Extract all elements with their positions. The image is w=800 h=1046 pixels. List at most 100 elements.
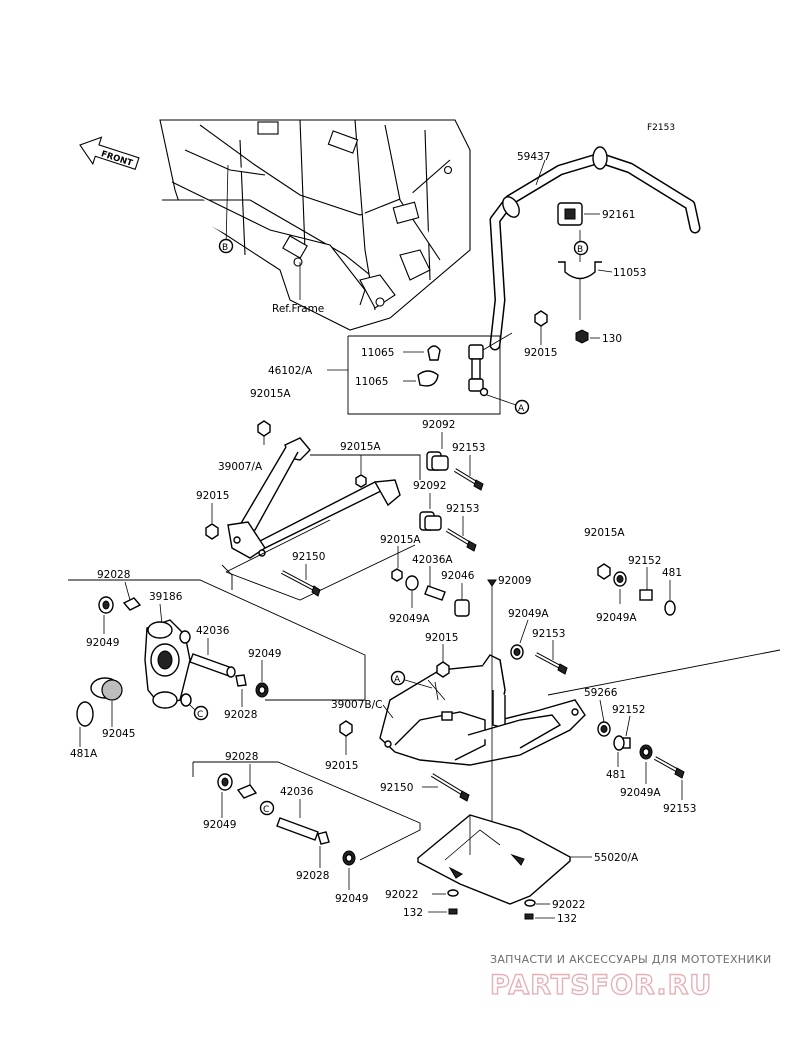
bracket-11053 [558, 261, 602, 280]
knuckle-39186 [144, 619, 192, 709]
part-92015-low: 92015 [325, 760, 358, 772]
part-92049a-low: 92049A [620, 787, 661, 799]
part-92092-a: 92092 [422, 419, 455, 431]
nut-92015-low [339, 720, 353, 737]
sleeve-42036-a [189, 653, 233, 677]
part-481-a: 481 [662, 567, 682, 579]
part-92015a-mid: 92015A [340, 441, 381, 453]
part-92049-c: 92049 [203, 819, 236, 831]
clip-11065-a [427, 345, 441, 361]
part-92045: 92045 [102, 728, 135, 740]
collar-92028-d [317, 831, 330, 845]
circlip-481a [76, 701, 94, 727]
part-92153-a: 92153 [452, 442, 485, 454]
bolt-92153-a [453, 468, 484, 491]
part-42036-a: 42036 [196, 625, 230, 637]
sleeve-42036-b [276, 817, 319, 841]
part-92049a-right: 92049A [596, 612, 637, 624]
collar-92028-b [235, 674, 247, 687]
part-92150-upper: 92150 [292, 551, 325, 563]
part-11065-a: 11065 [361, 347, 394, 359]
bushing-92161 [557, 202, 583, 226]
part-92015-mid: 92015 [425, 632, 458, 644]
bolt-92150-upper [281, 570, 321, 597]
part-92015a-2: 92015A [380, 534, 421, 546]
nut-92015-top [534, 310, 548, 327]
nut-92015a-right [597, 563, 611, 580]
part-92150-lower: 92150 [380, 782, 413, 794]
part-92152-a: 92152 [628, 555, 661, 567]
ref-frame-label: Ref.Frame [272, 303, 324, 315]
circlip-481-a [664, 600, 676, 616]
nut-92015-left [205, 523, 219, 540]
ref-a-circle-2 [390, 670, 406, 686]
part-92092-b: 92092 [413, 480, 446, 492]
part-39186: 39186 [149, 591, 183, 603]
seal-92049a-left [405, 575, 419, 591]
part-92049-a: 92049 [86, 637, 119, 649]
ref-a-label-2: A [394, 675, 401, 685]
nut-upper-2 [355, 474, 367, 488]
ref-a-label: A [518, 404, 525, 414]
part-55020a: 55020/A [594, 852, 639, 864]
ref-a-circle [514, 399, 530, 415]
upper-a-arm [227, 437, 401, 559]
bolt-92150-lower [430, 773, 470, 802]
front-arrow-icon: FRONT [79, 136, 140, 170]
part-92049-d: 92049 [335, 893, 368, 905]
part-39007a: 39007/A [218, 461, 263, 473]
part-92046: 92046 [441, 570, 475, 582]
nut-92015-mid [436, 661, 450, 678]
part-92028-b: 92028 [224, 709, 257, 721]
part-42036a: 42036A [412, 554, 453, 566]
part-92049-b: 92049 [248, 648, 281, 660]
part-130: 130 [602, 333, 622, 345]
part-11065-b: 11065 [355, 376, 388, 388]
part-92049a-left: 92049A [389, 613, 430, 625]
watermark-tagline: ЗАПЧАСТИ И АКСЕССУАРЫ ДЛЯ МОТОТЕХНИКИ [490, 953, 772, 966]
collar-92028-c [236, 784, 258, 799]
ref-c-label: C [197, 710, 203, 720]
part-132-a: 132 [403, 907, 423, 919]
bolt-92153-d [654, 756, 685, 779]
ref-c-label-2: C [263, 805, 269, 815]
ref-b-label: B [222, 243, 228, 253]
part-59266: 59266 [584, 687, 618, 699]
part-481a: 481A [70, 748, 98, 760]
nut-upper-1 [257, 420, 271, 437]
part-11053: 11053 [613, 267, 646, 279]
part-92015-top: 92015 [524, 347, 557, 359]
part-92028-c: 92028 [225, 751, 258, 763]
bolt-92153-c [535, 652, 568, 675]
bolt-132-a [448, 908, 458, 915]
part-92022-b: 92022 [552, 899, 585, 911]
part-39007bc: 39007B/C [331, 699, 382, 711]
ref-b-circle-2 [573, 240, 589, 256]
ref-b-circle [218, 238, 234, 254]
ref-b-label-2: B [577, 245, 583, 255]
part-92028-d: 92028 [296, 870, 329, 882]
frame-drawing [159, 119, 471, 331]
nut-92015a-2 [391, 568, 403, 582]
part-92161: 92161 [602, 209, 635, 221]
screw-92009 [487, 579, 497, 587]
part-59437: 59437 [517, 151, 550, 163]
stabilizer-bar-drawing [489, 146, 701, 351]
bushing-92046 [454, 599, 470, 617]
watermark-brand: PARTSFOR.RU [490, 970, 712, 1001]
nut-130 [575, 329, 589, 344]
stabilizer-joint [468, 332, 513, 397]
skid-plate-55020a [416, 814, 572, 905]
washer-92022-b [524, 899, 536, 907]
part-42036-b: 42036 [280, 786, 314, 798]
part-92022-a: 92022 [385, 889, 418, 901]
clip-11065-b [417, 370, 439, 387]
part-92015a-top: 92015A [250, 388, 291, 400]
ref-c-circle [193, 705, 209, 721]
bushing-92092-a [426, 451, 449, 471]
part-132-b: 132 [557, 913, 577, 925]
lower-a-arm [379, 654, 586, 766]
part-92153-b: 92153 [446, 503, 479, 515]
ref-c-circle-2 [259, 800, 275, 816]
